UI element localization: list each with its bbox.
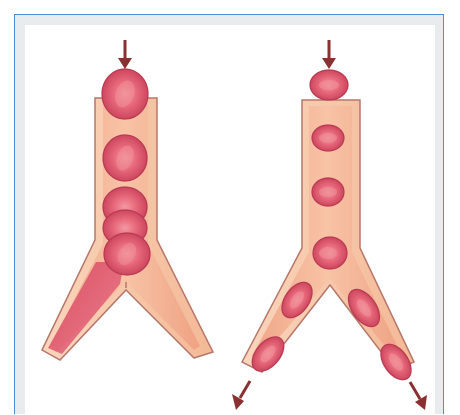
red-blood-cell (319, 80, 339, 90)
red-blood-cell (319, 247, 337, 259)
arrow-down-right-icon (410, 382, 427, 410)
arrow-down-icon (118, 40, 132, 69)
arrow-down-left-icon (232, 381, 250, 410)
arrow-down-icon (322, 40, 336, 69)
left-panel (42, 40, 213, 360)
red-blood-cell (319, 133, 337, 143)
right-panel (232, 40, 427, 410)
red-blood-cell (319, 187, 337, 197)
